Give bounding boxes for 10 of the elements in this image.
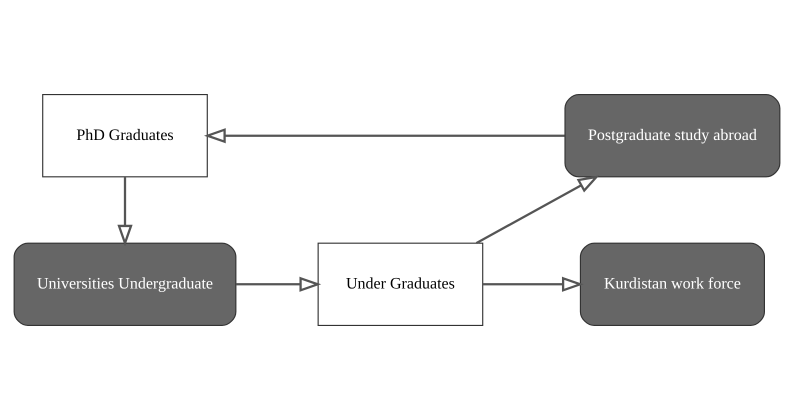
node-box: Postgraduate study abroad (564, 94, 780, 177)
node-box: Under Graduates (317, 242, 483, 326)
arrow (236, 276, 321, 292)
node-box: PhD Graduates (42, 94, 208, 177)
arrow (116, 176, 132, 246)
node-box: Kurdistan work force (579, 242, 764, 326)
arrow (482, 276, 584, 292)
arrow (475, 174, 599, 244)
node-box: Universities Undergraduate (13, 242, 236, 326)
arrow (204, 128, 564, 143)
